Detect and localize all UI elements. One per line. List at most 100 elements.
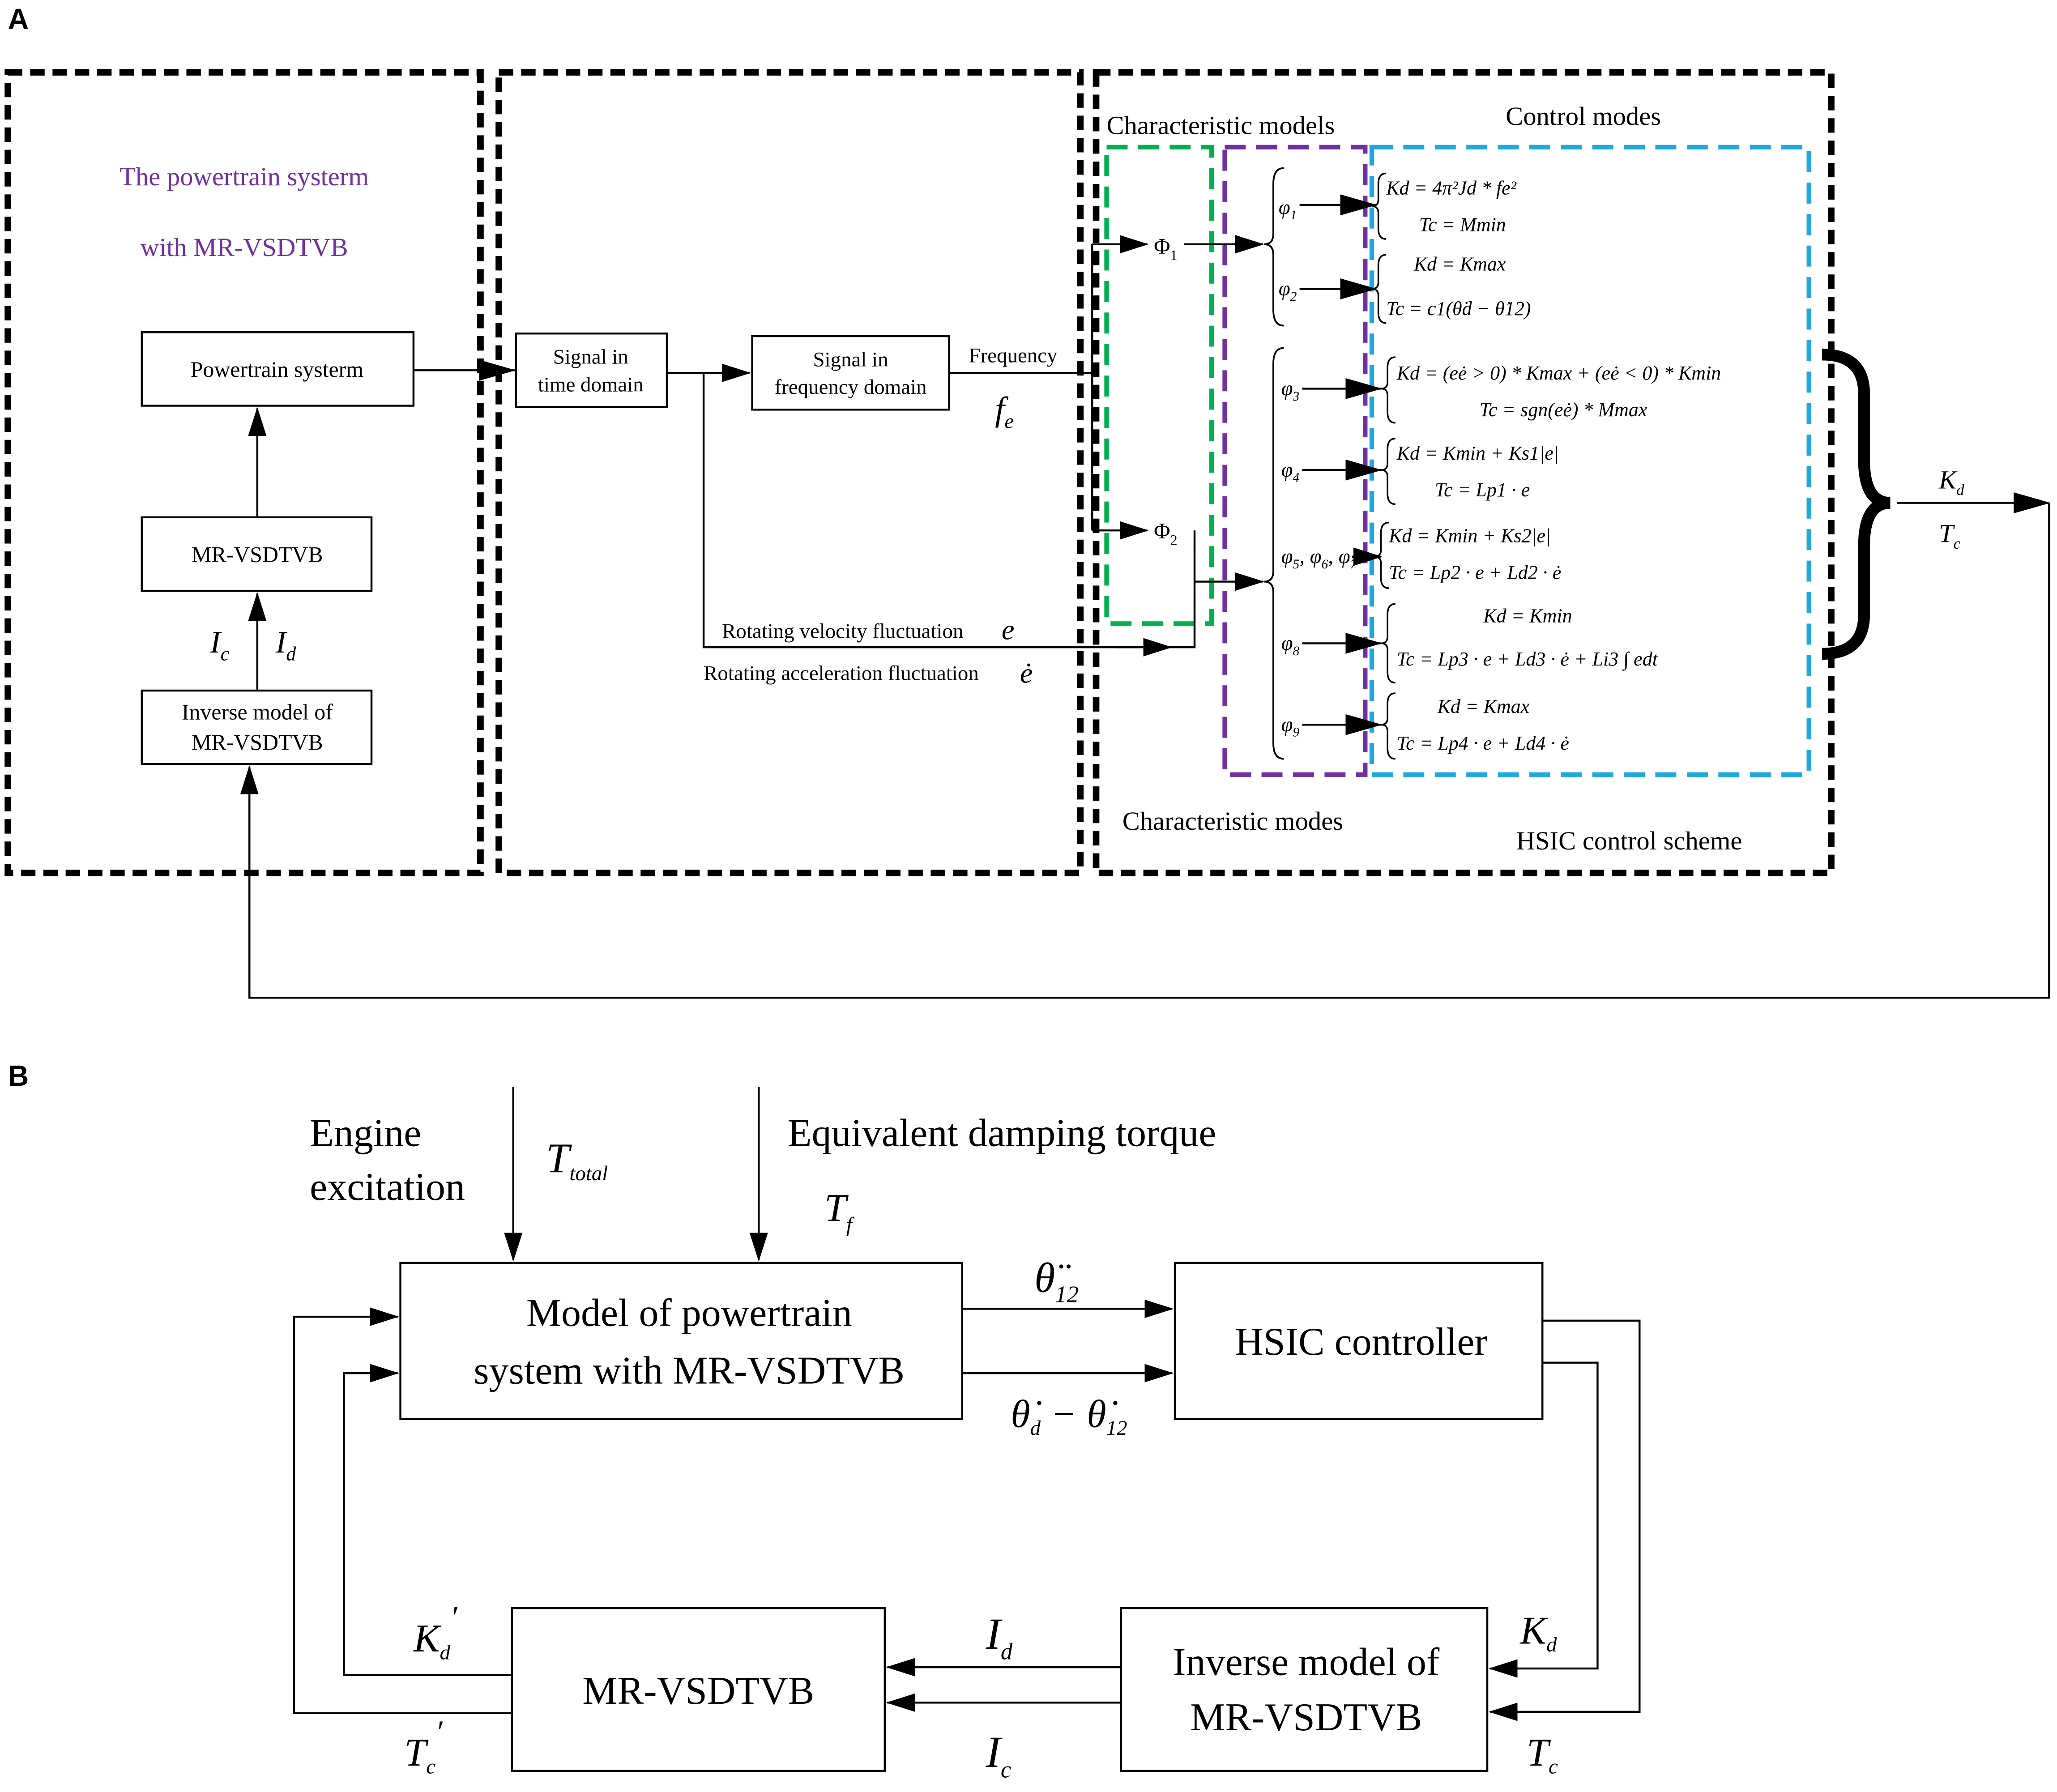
powertrain-model-label-2: system with MR-VSDTVB [474,1349,905,1393]
mr-vsdtvb-label-a: MR-VSDTVB [192,542,323,567]
mode-phi2: φ2 [1279,277,1297,304]
mr-vsdtvb-box-a [141,516,373,592]
eq-brace-2 [1371,254,1387,324]
panel-a-label: A [8,3,29,35]
eq-brace-8 [1381,603,1396,684]
mode-phi8: φ8 [1281,631,1300,658]
equation-mode5-tc: Tc = Lp2 · e + Ld2 · ė [1389,562,1561,584]
theta-ddot-label: θ̈12 [1034,1254,1079,1307]
kd-label-b: Kd [1519,1609,1557,1656]
section-hsic-frame [1093,69,1835,877]
eq-brace-5 [1374,521,1389,589]
feedback-line [240,503,2050,999]
inverse-model-box-a [141,689,373,765]
velocity-fluctuation-label: Rotating velocity fluctuation [722,620,963,643]
powertrain-section-title-1: The powertrain systerm [119,162,369,191]
fluctuation-to-phi2-line [1171,530,1196,649]
output-tc-a: Tc [1939,519,1961,553]
engine-excitation-2: excitation [310,1165,465,1209]
hsic-controller-box [1174,1262,1544,1420]
equation-mode5-kd: Kd = Kmin + Ks2|e| [1388,525,1551,547]
equation-mode3-kd: Kd = (eė > 0) * Kmax + (eė < 0) * Kmin [1396,362,1721,384]
theta-diff-label: θ̇d − θ̇12 [1011,1392,1127,1440]
equation-mode2-kd: Kd = Kmax [1413,253,1506,275]
mode-phi1: φ1 [1279,196,1297,222]
output-kd-a: Kd [1938,465,1964,499]
phi2-label: Φ2 [1154,519,1178,548]
powertrain-model-label-1: Model of powertrain [526,1292,852,1335]
equation-mode3-tc: Tc = sgn(eė) * Mmax [1479,399,1647,421]
line-hsic-kd [1489,1361,1599,1678]
brace-lower-modes [1264,347,1284,760]
mode-phi9: φ9 [1281,713,1300,740]
signal-frequency-domain-box [751,335,950,411]
phi1-label: Φ1 [1154,234,1178,263]
signal-frequency-label-1: Signal in [813,348,888,371]
id-label-b: Id [986,1609,1013,1664]
frequency-symbol: fe [995,390,1014,433]
equation-mode9-kd: Kd = Kmax [1437,695,1530,717]
mode-phi5-7: φ5, φ6, φ7 [1281,545,1357,572]
line-tc-prime [293,1307,512,1714]
characteristic-models-frame [1104,145,1214,626]
inverse-model-label-b-1: Inverse model of [1173,1641,1440,1684]
inverse-model-label-a-2: MR-VSDTVB [192,730,323,755]
current-ic-label-a: Ic [209,625,229,665]
t-total-label: Ttotal [546,1135,608,1185]
kd-prime-label: Kd′ [413,1600,458,1664]
equation-mode4-kd: Kd = Kmin + Ks1|e| [1396,442,1559,464]
equation-mode9-tc: Tc = Lp4 · e + Ld4 · ė [1397,732,1569,754]
characteristic-models-title: Characteristic models [1107,111,1335,140]
hsic-control-scheme-title: HSIC control scheme [1516,826,1742,855]
tc-label-b: Tc [1527,1731,1558,1779]
line-kd-prime [343,1364,512,1676]
powertrain-section-title-2: with MR-VSDTVB [140,233,348,262]
equation-mode8-tc: Tc = Lp3 · e + Ld3 · ė + Li3 ∫ edt [1397,648,1659,671]
powertrain-system-box [141,331,415,407]
section-signal-frame [495,69,1084,877]
signal-frequency-label-2: frequency domain [775,375,927,399]
inverse-model-label-a-1: Inverse model of [182,700,333,725]
mode-phi3: φ3 [1281,377,1300,404]
frequency-label: Frequency [969,344,1058,367]
acceleration-fluctuation-label: Rotating acceleration fluctuation [704,662,979,685]
signal-time-label-1: Signal in [553,346,628,369]
signal-time-label-2: time domain [538,373,644,396]
current-id-label-a: Id [275,625,296,665]
t-f-label: Tf [824,1186,855,1236]
engine-excitation-1: Engine [310,1112,421,1155]
brace-upper-modes [1264,167,1284,327]
panel-b-label: B [8,1060,29,1092]
ic-label-b: Ic [986,1727,1011,1783]
characteristic-modes-title: Characteristic modes [1122,806,1343,836]
equation-mode4-tc: Tc = Lp1 · e [1435,479,1530,501]
mr-vsdtvb-box-b [511,1607,886,1772]
inverse-model-box-b [1120,1607,1489,1772]
powertrain-model-box [399,1262,964,1420]
equation-mode1-tc: Tc = Mmin [1419,213,1506,235]
mr-vsdtvb-label-b: MR-VSDTVB [582,1669,814,1713]
output-brace [1822,348,1891,660]
acceleration-symbol: ė [1020,657,1033,689]
tc-prime-label: Tc′ [404,1714,443,1778]
powertrain-system-label: Powertrain systerm [191,357,363,382]
mode-phi4: φ4 [1281,458,1300,485]
equation-mode1-kd: Kd = 4π²Jd * fe² [1386,177,1516,199]
signal-time-domain-box [515,333,668,408]
eq-brace-3 [1381,356,1396,424]
damping-torque-label: Equivalent damping torque [788,1112,1216,1155]
velocity-symbol: e [1002,614,1015,646]
eq-brace-4 [1381,438,1396,505]
control-modes-title: Control modes [1506,102,1661,131]
line-hsic-tc [1489,1319,1641,1721]
hsic-controller-label: HSIC controller [1235,1320,1487,1364]
section-powertrain-frame [4,69,484,877]
eq-brace-9 [1381,692,1396,760]
equation-mode8-kd: Kd = Kmin [1483,605,1572,627]
eq-brace-1 [1371,172,1387,240]
characteristic-modes-frame [1222,145,1368,777]
equation-mode2-tc: Tc = c1(θ̇d − θ̇12) [1386,298,1531,320]
inverse-model-label-b-2: MR-VSDTVB [1190,1696,1422,1739]
fluctuation-line [702,373,1139,649]
